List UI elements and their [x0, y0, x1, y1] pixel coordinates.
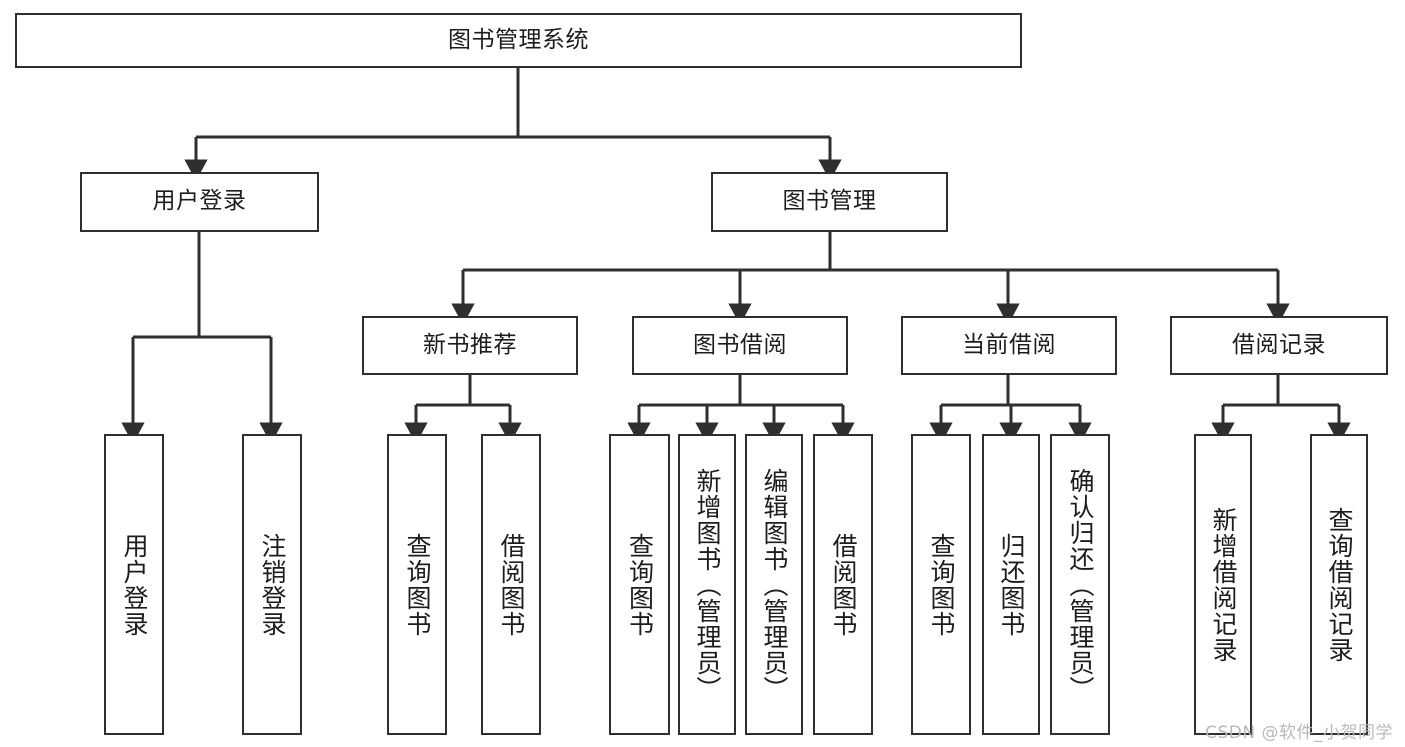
leaf-query-record[interactable]: 查询借阅记录 — [1310, 434, 1368, 735]
node-user-login[interactable]: 用户登录 — [80, 172, 319, 232]
node-user-login-label: 用户登录 — [152, 188, 247, 215]
leaf-add-book-label: 新增图书（管理员） — [693, 467, 722, 702]
leaf-edit-book[interactable]: 编辑图书（管理员） — [745, 434, 803, 735]
leaf-borrow-book-2[interactable]: 借阅图书 — [813, 434, 873, 735]
node-book-management[interactable]: 图书管理 — [711, 172, 948, 232]
leaf-query-book-1[interactable]: 查询图书 — [387, 434, 447, 735]
node-borrow-record-label: 借阅记录 — [1232, 331, 1326, 358]
leaf-borrow-book-1-label: 借阅图书 — [497, 532, 526, 637]
node-current-borrow-label: 当前借阅 — [962, 331, 1056, 358]
node-new-book-recommend[interactable]: 新书推荐 — [362, 316, 578, 375]
leaf-query-book-2-label: 查询图书 — [625, 532, 655, 637]
node-book-borrow[interactable]: 图书借阅 — [632, 316, 848, 375]
leaf-logout-login[interactable]: 注销登录 — [242, 434, 302, 735]
leaf-query-book-3[interactable]: 查询图书 — [911, 434, 971, 735]
leaf-user-login-label: 用户登录 — [120, 532, 149, 637]
node-new-book-recommend-label: 新书推荐 — [423, 331, 517, 358]
leaf-return-book[interactable]: 归还图书 — [982, 434, 1040, 735]
watermark: CSDN @软件_小贺同学 — [1205, 723, 1393, 743]
leaf-add-record[interactable]: 新增借阅记录 — [1194, 434, 1252, 735]
leaf-query-book-2[interactable]: 查询图书 — [609, 434, 670, 735]
leaf-confirm-return[interactable]: 确认归还（管理员） — [1050, 434, 1110, 735]
leaf-add-record-label: 新增借阅记录 — [1209, 506, 1238, 663]
leaf-logout-login-label: 注销登录 — [258, 532, 287, 637]
leaf-user-login[interactable]: 用户登录 — [104, 434, 164, 735]
leaf-borrow-book-1[interactable]: 借阅图书 — [481, 434, 541, 735]
node-book-borrow-label: 图书借阅 — [693, 331, 787, 358]
node-borrow-record[interactable]: 借阅记录 — [1170, 316, 1388, 375]
node-root-label: 图书管理系统 — [448, 26, 589, 53]
node-root[interactable]: 图书管理系统 — [15, 13, 1022, 68]
leaf-edit-book-label: 编辑图书（管理员） — [760, 467, 789, 702]
leaf-return-book-label: 归还图书 — [997, 532, 1026, 637]
leaf-query-book-3-label: 查询图书 — [927, 532, 956, 637]
leaf-borrow-book-2-label: 借阅图书 — [829, 532, 858, 637]
leaf-query-book-1-label: 查询图书 — [403, 532, 432, 637]
leaf-confirm-return-label: 确认归还（管理员） — [1066, 467, 1095, 702]
leaf-query-record-label: 查询借阅记录 — [1325, 506, 1354, 663]
node-current-borrow[interactable]: 当前借阅 — [901, 316, 1117, 375]
node-book-management-label: 图书管理 — [782, 188, 877, 215]
leaf-add-book[interactable]: 新增图书（管理员） — [678, 434, 736, 735]
